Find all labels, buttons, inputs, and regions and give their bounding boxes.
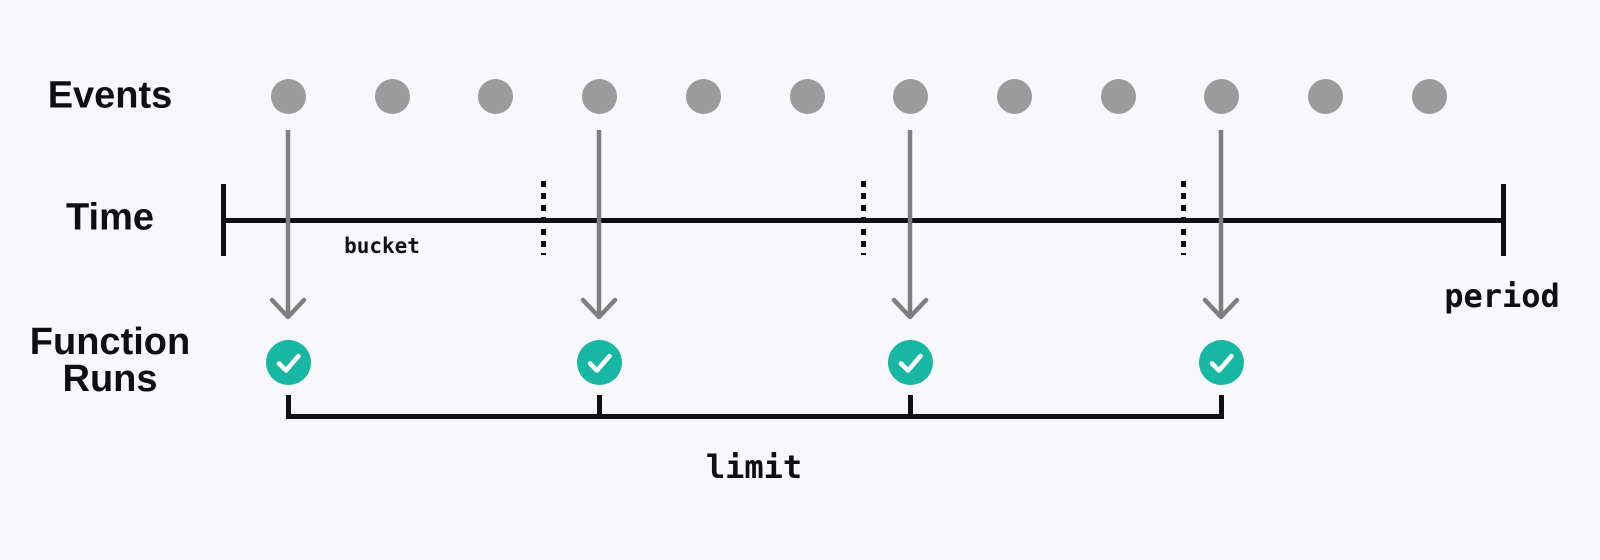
events-row-label: Events [47,74,173,117]
event-dot-icon [1307,78,1343,114]
limit-bracket-tick [596,395,602,419]
time-row-label: Time [65,196,154,239]
timeline-end-cap [1500,184,1506,256]
limit-bracket-tick [907,395,913,419]
event-dot-icon [996,78,1032,114]
event-dot-icon [685,78,721,114]
function-runs-row-label: Function Runs [0,321,220,400]
limit-label: limit [705,448,803,486]
event-dot-icon [1100,78,1136,114]
function-runs-label-line2: Runs [62,358,158,400]
timeline-start-cap [220,184,226,256]
arrow-down-icon [1202,130,1240,320]
function-run-check-icon [887,339,933,385]
period-label: period [1444,277,1560,315]
limit-bracket-tick [285,395,291,419]
event-dot-icon [477,78,513,114]
event-dot-icon [789,78,825,114]
bucket-divider-dashed-line [540,181,546,255]
arrow-down-icon [269,130,307,320]
bucket-label: bucket [344,234,420,258]
function-run-check-icon [1198,339,1244,385]
event-dot-icon [892,78,928,114]
bucket-divider-dashed-line [1180,181,1186,255]
event-dot-icon [581,78,617,114]
limit-bracket-tick [1218,395,1224,419]
function-runs-label-line1: Function [29,321,191,363]
arrow-down-icon [580,130,618,320]
bucket-divider-dashed-line [860,181,866,255]
event-dot-icon [1203,78,1239,114]
arrow-down-icon [891,130,929,320]
event-dot-icon [374,78,410,114]
function-run-check-icon [576,339,622,385]
event-dot-icon [270,78,306,114]
limit-bracket-line [285,414,1224,419]
function-run-check-icon [265,339,311,385]
event-dot-icon [1411,78,1447,114]
